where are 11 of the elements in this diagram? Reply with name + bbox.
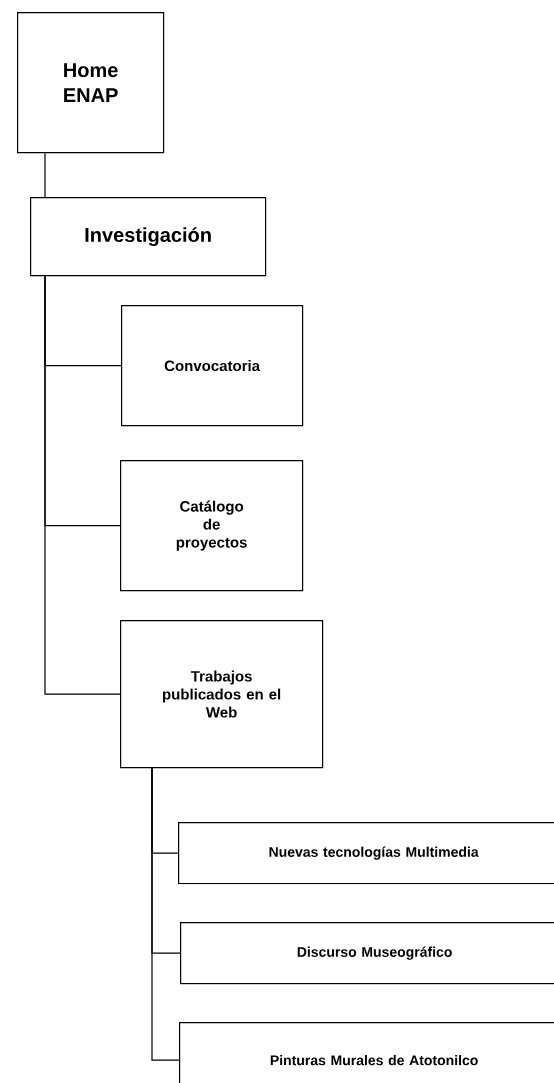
box: Pinturas Murales de Atotonilco xyxy=(179,1022,554,1083)
box: Catálogo de proyectos xyxy=(120,460,304,592)
box: Trabajos publicados en el Web xyxy=(120,620,324,769)
box: Convocatoria xyxy=(121,305,304,427)
box: Investigación xyxy=(30,197,267,277)
box: Discurso Museográfico xyxy=(180,922,554,985)
box: Home ENAP xyxy=(17,12,165,154)
connector-line xyxy=(44,152,46,198)
connector-line xyxy=(151,767,180,1061)
connector-line xyxy=(44,275,121,695)
box: Nuevas tecnologías Multimedia xyxy=(178,822,554,885)
